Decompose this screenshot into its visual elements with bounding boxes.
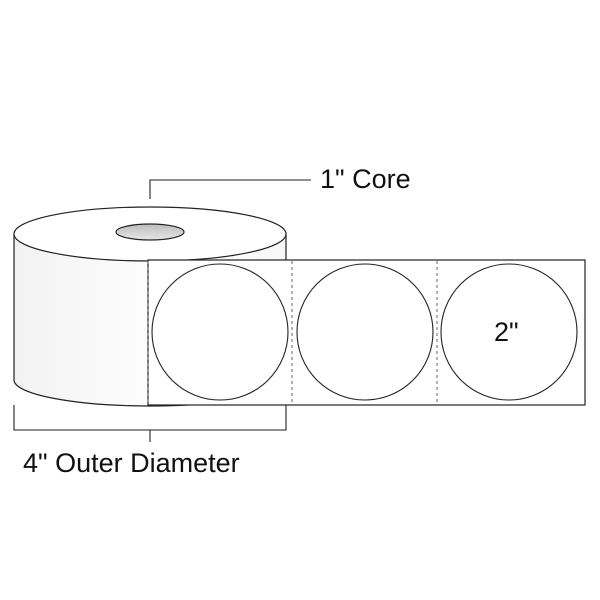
outer-diameter-label: 4" Outer Diameter — [23, 448, 240, 478]
label-size-text: 2" — [494, 317, 519, 347]
round-label-1 — [151, 263, 289, 401]
core-hole — [115, 223, 185, 241]
core-leader-line — [149, 179, 311, 199]
round-label-2 — [296, 263, 434, 401]
core-label: 1" Core — [320, 164, 411, 194]
round-label-3 — [440, 263, 578, 401]
label-dividers — [147, 261, 438, 405]
diameter-bracket — [13, 405, 287, 431]
